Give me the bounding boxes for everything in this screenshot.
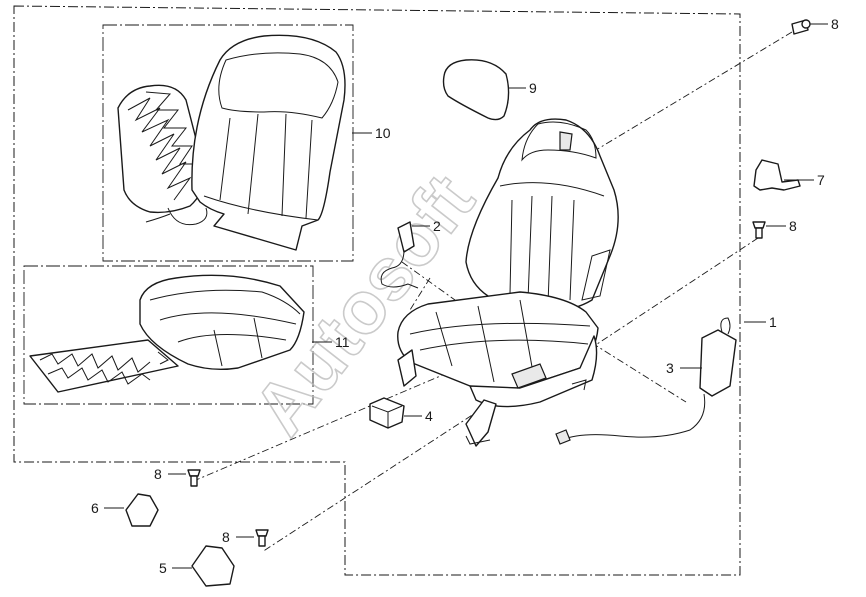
cushion-cover-box <box>23 265 314 405</box>
backrest-cover-box <box>102 24 354 262</box>
rail-cover-rear <box>125 493 159 527</box>
callout-8-rear-cover: 8 <box>154 466 162 482</box>
bolt-right <box>752 221 766 239</box>
callout-10: 10 <box>375 125 391 141</box>
callout-11: 11 <box>335 334 350 350</box>
callout-1: 1 <box>769 314 777 330</box>
callout-4: 4 <box>425 408 433 424</box>
headrest <box>442 59 510 121</box>
side-airbag <box>555 317 737 445</box>
assembly-frame <box>13 5 741 576</box>
callout-6: 6 <box>91 500 99 516</box>
bolt-rear-cover <box>187 469 201 487</box>
seat-belt-buckle <box>380 221 419 289</box>
bolt-front-cover <box>255 529 269 547</box>
callout-9: 9 <box>529 80 537 96</box>
control-module <box>369 397 405 429</box>
leader-lines <box>104 23 828 569</box>
callout-labels: 8 9 10 7 8 2 1 11 3 4 8 6 8 5 <box>91 16 839 576</box>
backrest-cover <box>191 34 346 251</box>
cushion-heater-mat <box>29 339 179 393</box>
callout-7: 7 <box>817 172 825 188</box>
callout-3: 3 <box>666 360 674 376</box>
cushion-cover <box>139 274 305 371</box>
callout-2: 2 <box>433 218 441 234</box>
callout-8-front-cover: 8 <box>222 529 230 545</box>
seat-assembly <box>397 118 619 447</box>
callout-5: 5 <box>159 560 167 576</box>
bolt-top-right <box>791 19 811 35</box>
bracket <box>753 159 801 191</box>
rail-cover-front <box>191 545 235 587</box>
callout-8-top-right: 8 <box>831 16 839 32</box>
callout-8-right: 8 <box>789 218 797 234</box>
